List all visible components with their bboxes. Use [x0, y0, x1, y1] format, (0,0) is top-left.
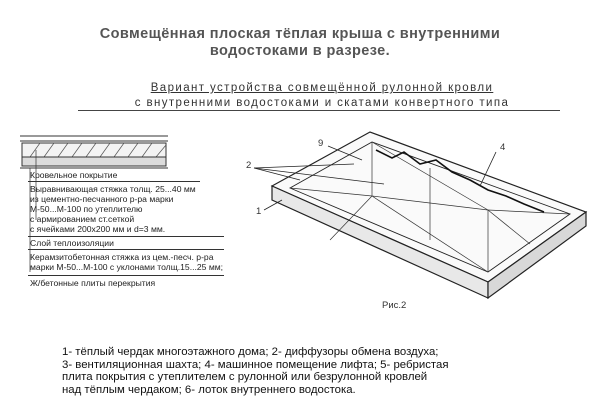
layer-clay-concrete-screed: Керамзитобетонная стяжка из цем.-песч. р…: [30, 252, 224, 272]
layer-roof-covering: Кровельное покрытие: [30, 170, 118, 180]
layer-divider: [28, 181, 200, 182]
subtitle-line-2: с внутренними водостоками и скатами конв…: [134, 97, 510, 109]
callout-4: 4: [500, 142, 506, 153]
legend-line: 3- вентиляционная шахта; 4- машинное пом…: [62, 358, 449, 371]
callout-9: 9: [318, 138, 324, 149]
callout-1: 1: [256, 206, 262, 217]
legend-line: плита покрытия с утеплителем с рулонной …: [62, 371, 428, 384]
layer-divider: [28, 236, 224, 237]
subtitle-underline: [78, 110, 560, 111]
layer-leveling-screed: Выравнивающая стяжка толщ. 25...40 мм из…: [30, 184, 196, 234]
title-line-1: Совмещённая плоская тёплая крыша с внутр…: [99, 26, 501, 42]
layer-insulation: Слой теплоизоляции: [30, 238, 114, 248]
legend-line: 1- тёплый чердак многоэтажного дома; 2- …: [62, 346, 439, 358]
legend-line: над тёплым чердаком; 6- лоток внутреннег…: [62, 383, 356, 396]
page-title: Совмещённая плоская тёплая крыша с внутр…: [40, 26, 560, 60]
roof-isometric: [270, 131, 588, 300]
callout-leaders: [253, 145, 497, 211]
title-line-2: водостоками в разрезе.: [209, 43, 391, 59]
roof-section: [20, 135, 168, 272]
legend: 1- тёплый чердак многоэтажного дома; 2- …: [62, 346, 562, 396]
layer-concrete-slabs: Ж/бетонные плиты перекрытия: [30, 278, 156, 288]
subtitle-line-1: Вариант устройства совмещённой рулонной …: [150, 82, 494, 94]
figure-label: Рис.2: [382, 300, 407, 311]
callout-2: 2: [246, 160, 252, 171]
layer-divider: [28, 249, 224, 250]
layer-divider: [28, 275, 224, 276]
